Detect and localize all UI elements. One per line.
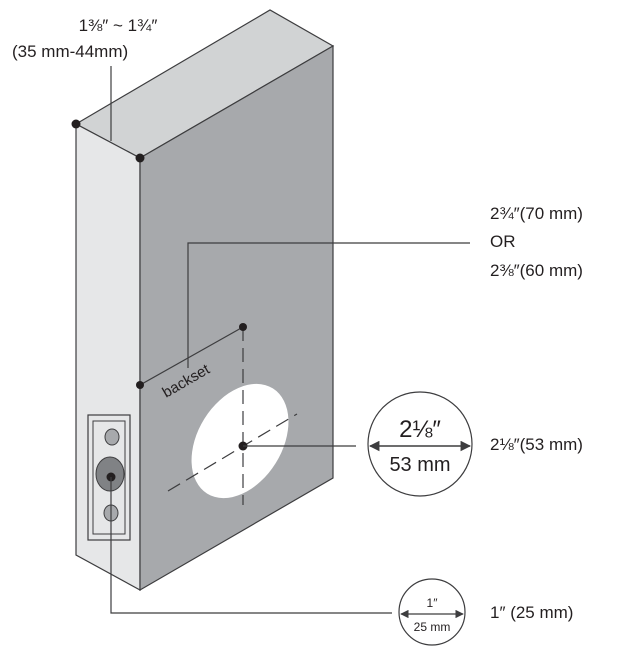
thickness-metric: (35 mm-44mm): [12, 42, 128, 61]
thickness-dot-outer: [71, 119, 81, 129]
latch-screw-hole-top: [104, 428, 120, 446]
door-side-face: [139, 44, 334, 592]
backset-or: OR: [490, 232, 516, 251]
latch-leader: [110, 477, 392, 614]
bore-size-label: 2⅛″(53 mm): [490, 435, 583, 454]
backset-leader: [187, 242, 470, 368]
backset-option2: 2⅜″(60 mm): [490, 261, 583, 280]
latch-size-label: 1″ (25 mm): [490, 603, 573, 622]
latch-size-imperial: 1″: [427, 596, 439, 610]
bore-horizontal-centerline: [167, 413, 298, 492]
backset-dot-edge: [136, 381, 144, 389]
bore-size-imperial: 2⅛″: [399, 416, 441, 443]
bore-size-metric: 53 mm: [389, 454, 450, 476]
latch-size-circle: [398, 578, 466, 646]
backset-dot-center: [239, 323, 247, 331]
thickness-dot-inner: [135, 153, 145, 163]
thickness-imperial: 1⅜″ ~ 1¾″: [79, 16, 158, 35]
latch-size-metric: 25 mm: [414, 620, 451, 634]
backset-line: [139, 326, 244, 386]
bore-size-circle: [367, 391, 473, 497]
backset-option1: 2¾″(70 mm): [490, 204, 583, 223]
bore-hole: [191, 383, 289, 499]
